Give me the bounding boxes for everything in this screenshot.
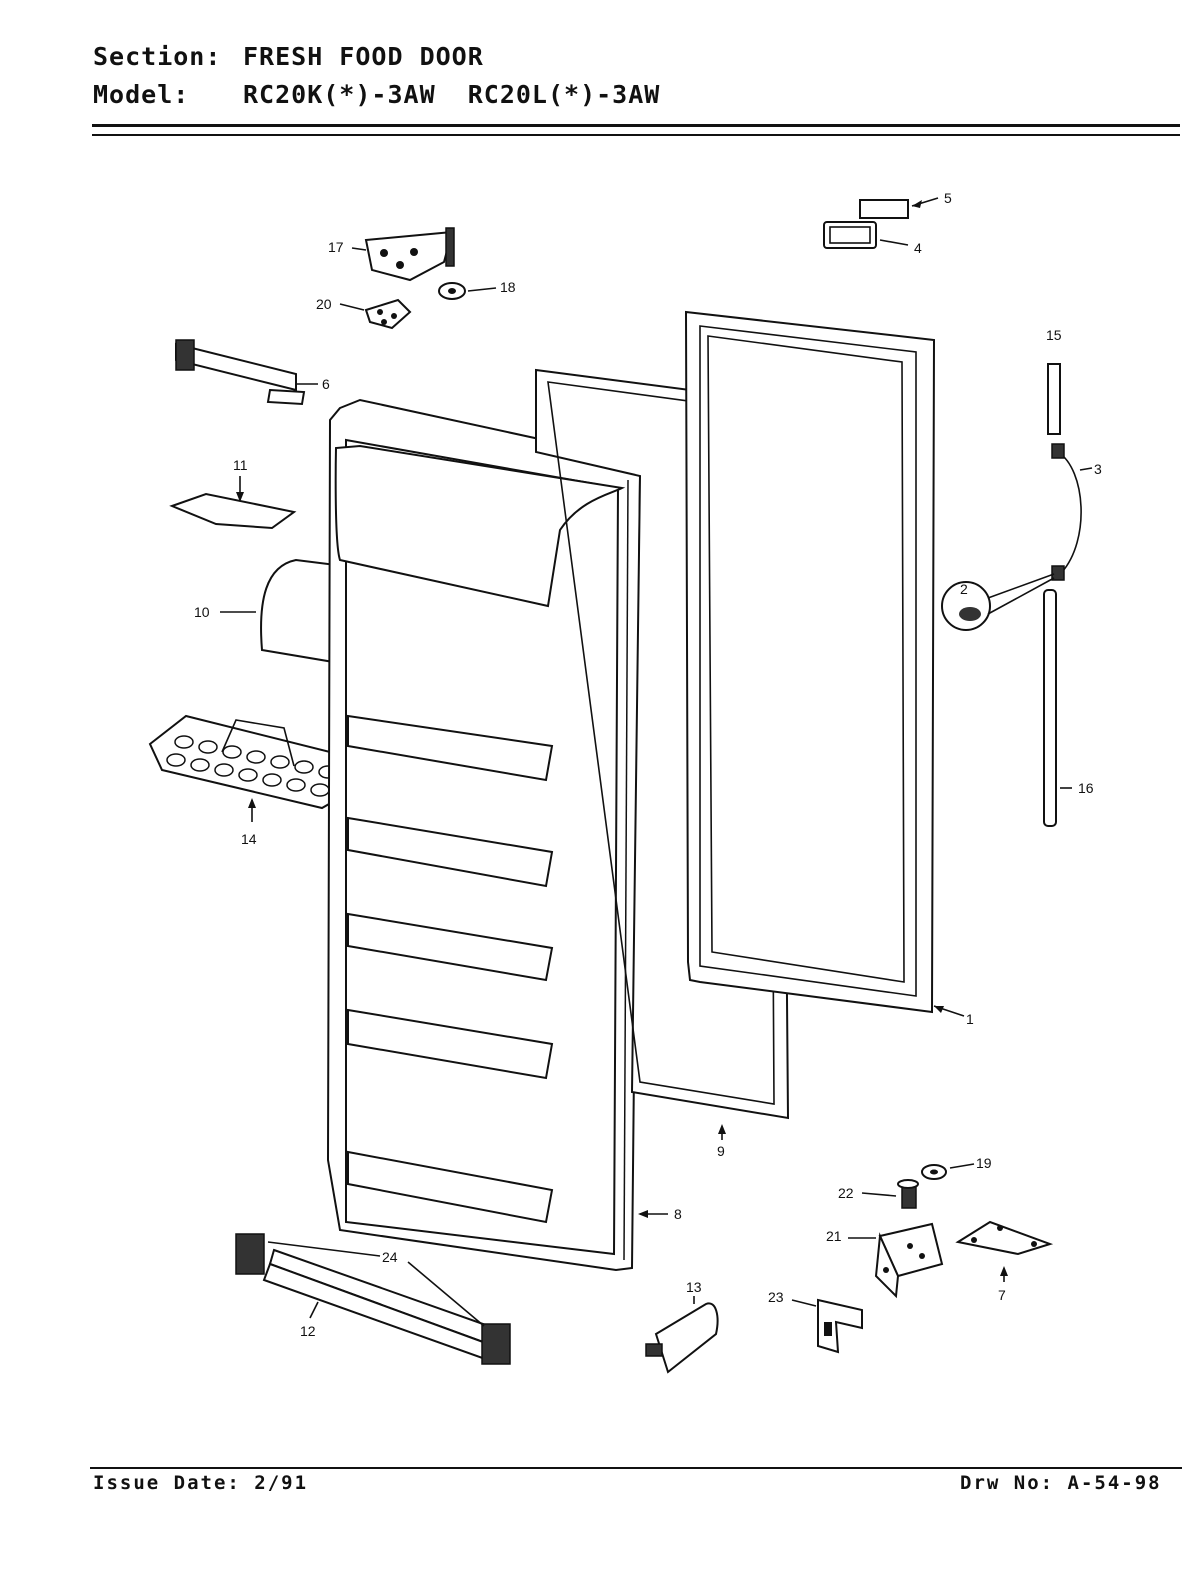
- callout-24: 24: [382, 1249, 398, 1265]
- callout-6: 6: [322, 376, 330, 392]
- callout-14: 14: [241, 831, 257, 847]
- part-4-nameplate-frame: 4: [823, 221, 922, 256]
- section-value: FRESH FOOD DOOR: [243, 42, 484, 71]
- callout-4: 4: [914, 240, 922, 256]
- issue-date: Issue Date: 2/91: [93, 1472, 309, 1494]
- part-2-handle-screw-cover: 2: [941, 573, 1055, 631]
- drawing-number: Drw No: A-54-98: [960, 1472, 1162, 1494]
- part-21-bottom-hinge-bracket: 21: [826, 1222, 944, 1299]
- callout-2: 2: [960, 581, 968, 597]
- part-11-shelf-retainer: 11: [169, 457, 297, 530]
- model-label: Model:: [93, 80, 190, 109]
- callout-7: 7: [998, 1287, 1006, 1303]
- part-24-trim-end-caps: 24: [267, 1241, 485, 1327]
- callout-5: 5: [944, 190, 952, 206]
- part-15-handle-cap: 15: [1046, 327, 1062, 435]
- callout-1: 1: [966, 1011, 974, 1027]
- part-20-hinge-shim: 20: [316, 296, 412, 330]
- callout-19: 19: [976, 1155, 992, 1171]
- part-5-nameplate-insert: 5: [859, 190, 952, 219]
- header-rule-thin: [92, 134, 1180, 136]
- part-7-bottom-hinge: 7: [955, 1220, 1054, 1303]
- callout-10: 10: [194, 604, 210, 620]
- callout-16: 16: [1078, 780, 1094, 796]
- part-14-egg-tray: 14: [148, 714, 364, 847]
- callout-17: 17: [328, 239, 344, 255]
- model-value: RC20K(*)-3AW RC20L(*)-3AW: [243, 80, 661, 109]
- callout-20: 20: [316, 296, 332, 312]
- part-22-hinge-pin: 22: [838, 1179, 919, 1209]
- part-16-handle-trim: 16: [1043, 589, 1094, 827]
- part-17-top-hinge: 17: [328, 227, 455, 282]
- part-23-hinge-plate: 23: [768, 1289, 863, 1354]
- footer-rule: [90, 1467, 1182, 1469]
- part-12-bottom-trim: 12: [235, 1233, 511, 1365]
- callout-22: 22: [838, 1185, 854, 1201]
- callout-3: 3: [1094, 461, 1102, 477]
- header-rule-thick: [92, 124, 1180, 127]
- callout-12: 12: [300, 1323, 316, 1339]
- section-heading: Section: FRESH FOOD DOOR: [93, 42, 484, 71]
- part-19-washer: 19: [921, 1155, 992, 1180]
- callout-23: 23: [768, 1289, 784, 1305]
- section-label: Section:: [93, 42, 222, 71]
- callout-11: 11: [233, 457, 248, 473]
- part-1-door-panel: 1: [684, 310, 974, 1027]
- callout-15: 15: [1046, 327, 1062, 343]
- callout-13: 13: [686, 1279, 702, 1295]
- part-3-door-handle: 3: [1051, 443, 1102, 581]
- model-heading: Model: RC20K(*)-3AW RC20L(*)-3AW: [93, 80, 660, 109]
- part-8-inner-door-liner: 8: [326, 398, 682, 1272]
- callout-18: 18: [500, 279, 516, 295]
- callout-21: 21: [826, 1228, 842, 1244]
- part-13-hinge-cover: 13: [645, 1279, 719, 1374]
- door-shelves: [347, 714, 554, 1224]
- callout-9: 9: [717, 1143, 725, 1159]
- callout-8: 8: [674, 1206, 682, 1222]
- part-18-hinge-bushing: 18: [438, 279, 516, 300]
- part-6-door-stop: 6: [175, 339, 330, 406]
